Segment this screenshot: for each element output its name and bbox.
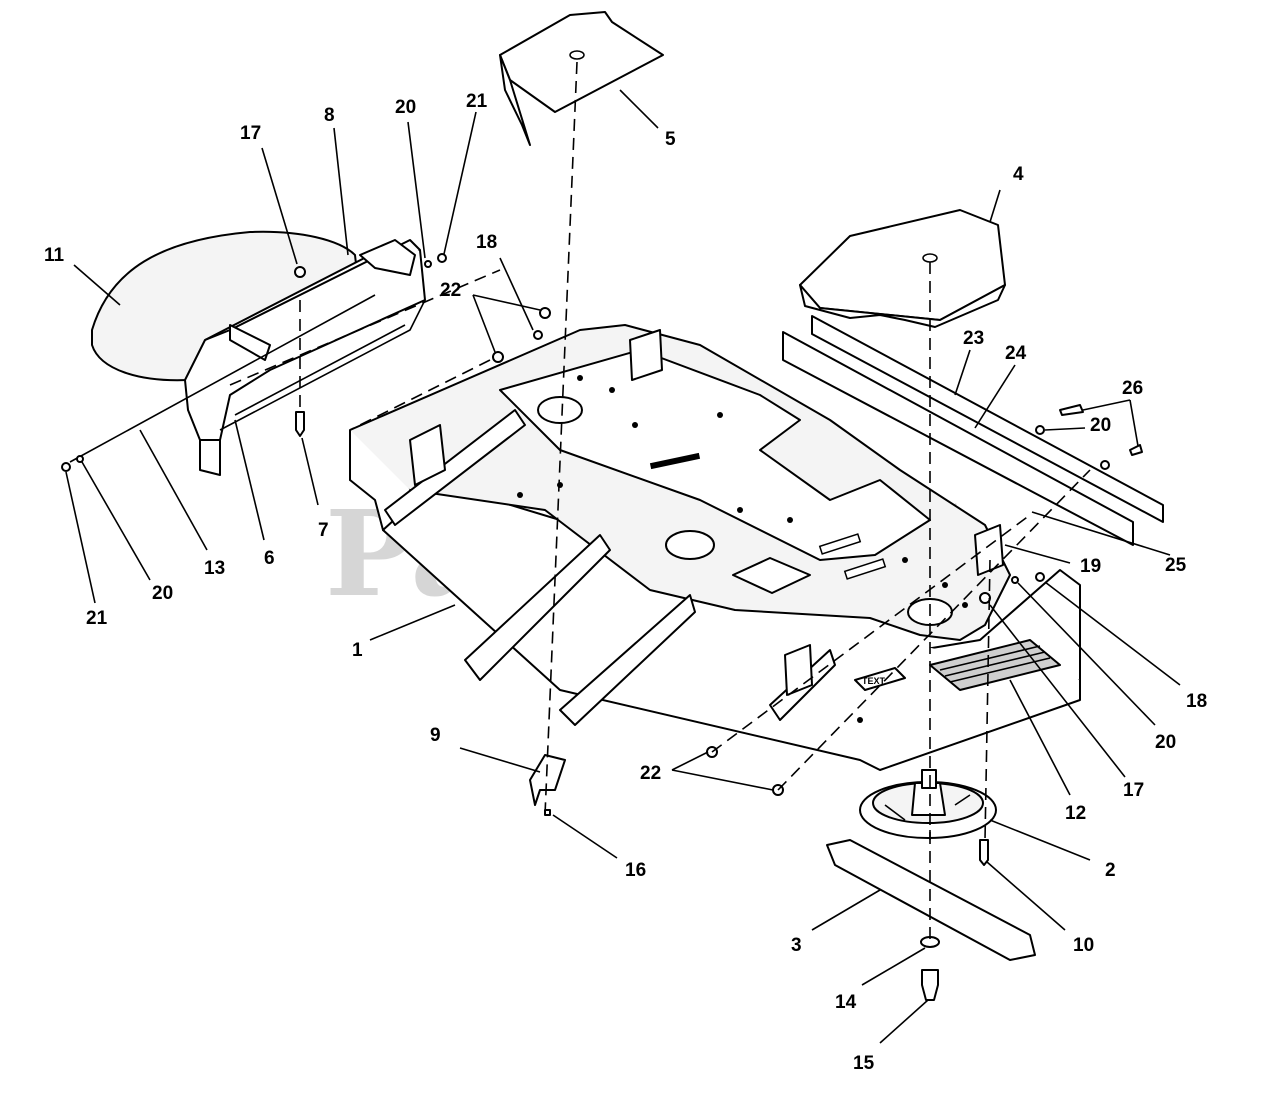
callout-18-left: 18 — [476, 232, 497, 253]
callout-15: 15 — [853, 1053, 875, 1074]
part-9-bracket — [529, 754, 566, 806]
callout-12: 12 — [1065, 803, 1086, 824]
callout-4: 4 — [1013, 164, 1024, 185]
callout-21-top: 21 — [466, 91, 488, 112]
part-1-mower-deck: TEXT — [349, 324, 1081, 771]
callout-9: 9 — [430, 725, 441, 746]
part-13-rod — [69, 294, 376, 463]
callout-20-left: 20 — [152, 583, 173, 604]
part-10-bolt — [979, 839, 989, 866]
callout-19: 19 — [1080, 556, 1101, 577]
part-26-bolt-lower — [1129, 444, 1143, 456]
part-15-bolt — [921, 969, 939, 1001]
part-20-washer-right-c — [1011, 576, 1019, 584]
callout-13: 13 — [204, 558, 225, 579]
part-20-washer-right-b — [1100, 460, 1110, 470]
part-18-bolt-right — [1035, 572, 1045, 582]
callout-26: 26 — [1122, 378, 1143, 399]
callout-21-left: 21 — [86, 608, 108, 629]
part-5-front-cover — [499, 11, 664, 146]
part-17-nut-top — [294, 266, 306, 278]
callout-17-right: 17 — [1123, 780, 1144, 801]
part-11-baffle-housing — [91, 230, 361, 382]
part-2-spindle — [859, 769, 997, 840]
part-4-right-cover — [799, 209, 1006, 328]
callout-10: 10 — [1073, 935, 1094, 956]
part-24-rail — [782, 331, 1134, 546]
part-20-washer-right-a — [1035, 425, 1045, 435]
assembly-dash-lines — [229, 61, 1091, 945]
callout-3: 3 — [791, 935, 802, 956]
callout-20-right-bottom: 20 — [1155, 732, 1176, 753]
callout-14: 14 — [835, 992, 857, 1013]
part-26-bolt-upper — [1059, 404, 1084, 416]
part-7-bolt — [295, 411, 305, 437]
callout-5: 5 — [665, 129, 676, 150]
callout-25: 25 — [1165, 555, 1187, 576]
callout-11: 11 — [44, 245, 65, 266]
part-17-nut-right — [979, 592, 991, 604]
part-22-nut-b — [539, 307, 551, 319]
deck-decal-text: TEXT — [862, 676, 886, 686]
part-18-bolt-left — [533, 330, 543, 340]
callout-labels: 1 2 3 4 5 6 7 8 9 10 11 12 13 14 15 16 1… — [44, 91, 1207, 1074]
part-20-washer-left — [76, 455, 84, 463]
callout-22-top: 22 — [440, 280, 461, 301]
callout-2: 2 — [1105, 860, 1116, 881]
callout-16: 16 — [625, 860, 646, 881]
callout-6: 6 — [264, 548, 275, 569]
callout-20-right-upper: 20 — [1090, 415, 1111, 436]
callout-22-bottom: 22 — [640, 763, 661, 784]
part-3-blade — [826, 839, 1036, 961]
callout-8: 8 — [324, 105, 335, 126]
callout-18-right: 18 — [1186, 691, 1207, 712]
callout-23: 23 — [963, 328, 984, 349]
part-20-washer-top — [424, 260, 432, 268]
part-8-front-bracket — [184, 239, 426, 476]
callout-24: 24 — [1005, 343, 1027, 364]
part-21-nut-left — [61, 462, 71, 472]
callout-1: 1 — [352, 640, 363, 661]
callout-17-top: 17 — [240, 123, 261, 144]
callout-7: 7 — [318, 520, 329, 541]
leader-lines — [65, 89, 1181, 1044]
part-23-rail — [811, 315, 1164, 523]
callout-20-top: 20 — [395, 97, 416, 118]
part-22-nut-a — [492, 351, 504, 363]
part-21-nut-top — [437, 253, 447, 263]
